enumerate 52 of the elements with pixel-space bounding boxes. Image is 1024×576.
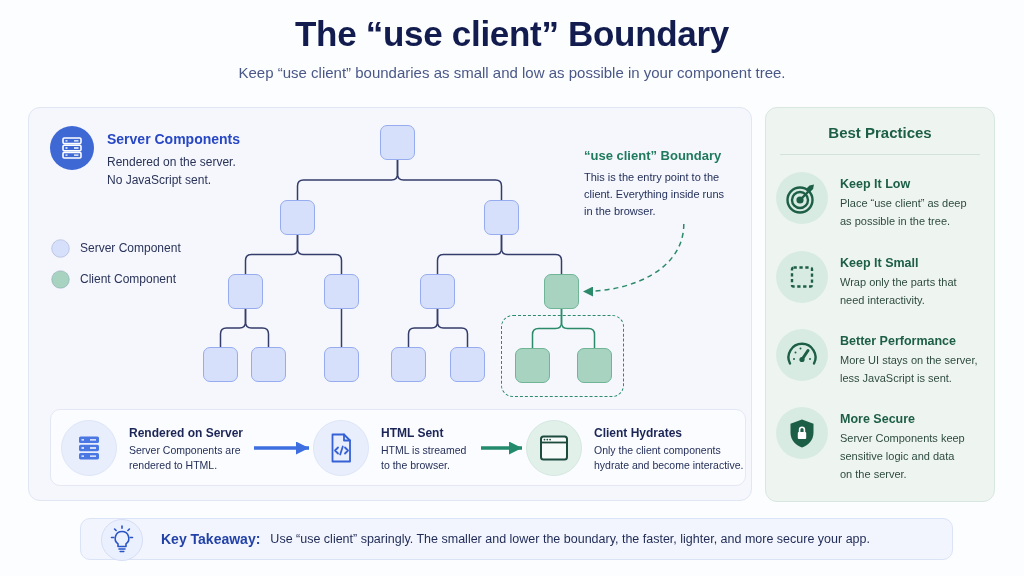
section-description: Rendered on the server. No JavaScript sent.	[107, 154, 237, 189]
component-box	[251, 347, 286, 382]
component-box	[515, 348, 550, 383]
subtitle: Keep “use client” boundaries as small and low as possible in your component tree.	[238, 64, 786, 81]
component-box	[544, 274, 579, 309]
practice-description: More UI stays on the server, less JavaScript is sent.	[840, 353, 979, 386]
step-heading: HTML Sent	[381, 426, 444, 440]
arrow	[254, 441, 309, 455]
step-description: Server Components are rendered to HTML.	[129, 443, 242, 473]
component-box	[324, 347, 359, 382]
boundary-heading: “use client” Boundary	[584, 148, 722, 163]
component-box	[203, 347, 238, 382]
takeaway-text: Use “use client” sparingly. The smaller and lower the boundary, the faster, lighter, and more secure your app.	[270, 532, 870, 546]
practices-panel	[765, 107, 995, 502]
panel-heading: Best Practices	[828, 124, 932, 141]
component-box	[324, 274, 359, 309]
connector-line	[244, 308, 270, 348]
component-box	[420, 274, 455, 309]
connector-line	[500, 234, 563, 275]
practice-heading: More Secure	[840, 412, 916, 426]
takeaway-heading: Key Takeaway:	[161, 531, 261, 547]
practice-heading: Better Performance	[840, 334, 956, 348]
connector-line	[296, 234, 343, 275]
connector-line	[436, 308, 469, 348]
component-box	[280, 200, 315, 235]
practice-heading: Keep It Small	[840, 256, 919, 270]
component-box	[380, 125, 415, 160]
legend-label: Client Component	[80, 272, 177, 286]
connector-line	[340, 308, 343, 348]
practice-description: Place “use client” as deep as possible in the tree.	[840, 196, 968, 229]
component-box	[484, 200, 519, 235]
dashed-arrow	[582, 223, 685, 297]
title: The “use client” Boundary	[295, 14, 729, 54]
component-box	[450, 347, 485, 382]
step-heading: Client Hydrates	[594, 426, 683, 440]
takeaway-banner	[80, 518, 953, 560]
step-heading: Rendered on Server	[129, 426, 244, 440]
step-description: HTML is streamed to the browser.	[381, 443, 468, 473]
component-box	[391, 347, 426, 382]
component-box	[228, 274, 263, 309]
boundary-frame	[501, 315, 624, 397]
legend-label: Server Component	[80, 241, 181, 255]
practice-description: Wrap only the parts that need interactivity.	[840, 275, 958, 308]
section-heading: Server Components	[107, 131, 241, 147]
practice-heading: Keep It Low	[840, 177, 911, 191]
practice-description: Server Components keep sensitive logic and data on the server.	[840, 431, 966, 482]
step-description: Only the client components hydrate and become interactive.	[594, 443, 745, 473]
arrow	[481, 441, 522, 455]
boundary-description: This is the entry point to the client. Everything inside runs in the browser.	[584, 170, 725, 219]
component-box	[577, 348, 612, 383]
connector-line	[560, 308, 596, 349]
connector-line	[396, 159, 503, 201]
